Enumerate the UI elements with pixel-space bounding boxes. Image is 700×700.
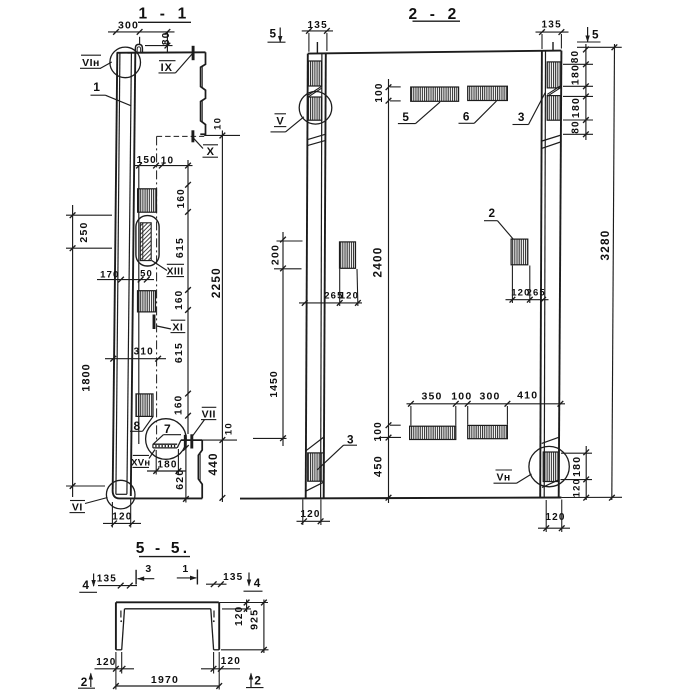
svg-text:IX: IX (161, 62, 173, 74)
svg-text:8: 8 (133, 419, 140, 433)
svg-text:300: 300 (479, 391, 500, 403)
svg-text:350: 350 (421, 391, 442, 403)
svg-text:135: 135 (308, 20, 328, 31)
svg-text:180: 180 (571, 456, 583, 477)
svg-text:10: 10 (161, 155, 175, 166)
svg-text:3: 3 (347, 433, 354, 446)
svg-text:265: 265 (324, 290, 343, 301)
svg-text:3: 3 (145, 563, 151, 575)
svg-text:VII: VII (202, 408, 216, 420)
svg-text:XI: XI (172, 321, 183, 333)
svg-text:1: 1 (93, 80, 100, 94)
svg-text:615: 615 (174, 237, 186, 258)
svg-text:1450: 1450 (268, 370, 280, 397)
svg-text:VIн: VIн (82, 57, 100, 69)
svg-text:3280: 3280 (599, 230, 612, 261)
svg-text:1800: 1800 (81, 363, 93, 391)
svg-text:250: 250 (78, 221, 90, 242)
svg-text:2: 2 (254, 675, 261, 688)
svg-text:310: 310 (134, 347, 154, 358)
svg-text:80: 80 (161, 32, 172, 46)
svg-text:VI: VI (72, 501, 83, 513)
svg-text:80: 80 (570, 50, 581, 64)
svg-text:100: 100 (451, 390, 472, 402)
svg-text:120: 120 (340, 290, 359, 301)
svg-text:135: 135 (223, 572, 243, 583)
svg-text:3: 3 (518, 111, 525, 124)
svg-text:4: 4 (254, 577, 261, 590)
svg-text:6: 6 (463, 111, 470, 124)
svg-text:5: 5 (270, 27, 277, 40)
svg-text:120: 120 (96, 657, 116, 668)
svg-text:200: 200 (269, 244, 281, 265)
svg-text:4: 4 (82, 579, 89, 592)
svg-text:180: 180 (569, 64, 581, 85)
svg-text:10: 10 (212, 117, 223, 130)
svg-text:120: 120 (545, 512, 565, 523)
svg-text:1970: 1970 (151, 674, 179, 686)
svg-text:120: 120 (511, 287, 530, 298)
svg-text:615: 615 (173, 342, 185, 363)
svg-text:120: 120 (112, 512, 132, 523)
svg-text:5 - 5.: 5 - 5. (136, 540, 191, 557)
svg-text:50: 50 (140, 268, 153, 279)
svg-text:5: 5 (402, 111, 409, 124)
svg-text:2 - 2: 2 - 2 (408, 6, 460, 23)
svg-text:180: 180 (570, 97, 582, 118)
svg-text:120: 120 (300, 509, 320, 520)
svg-text:2: 2 (81, 676, 88, 689)
svg-text:120: 120 (234, 606, 245, 626)
svg-text:5: 5 (592, 29, 599, 42)
svg-text:180: 180 (157, 460, 177, 471)
svg-text:V: V (276, 115, 284, 127)
svg-text:2: 2 (489, 207, 496, 220)
svg-text:265: 265 (527, 287, 546, 298)
svg-text:1 - 1: 1 - 1 (138, 6, 190, 23)
svg-text:300: 300 (118, 20, 139, 32)
svg-text:100: 100 (373, 421, 384, 441)
svg-text:100: 100 (374, 82, 385, 102)
svg-text:135: 135 (97, 574, 117, 585)
svg-text:XIII: XIII (167, 266, 184, 277)
svg-text:160: 160 (176, 188, 187, 208)
svg-text:160: 160 (174, 395, 185, 415)
svg-text:1: 1 (182, 563, 188, 575)
svg-text:Vн: Vн (497, 471, 511, 483)
svg-text:2250: 2250 (210, 267, 223, 298)
svg-text:10: 10 (224, 422, 235, 435)
svg-text:135: 135 (542, 20, 562, 31)
svg-text:440: 440 (207, 452, 220, 475)
svg-text:170: 170 (100, 269, 119, 280)
svg-text:X: X (207, 146, 215, 158)
svg-text:925: 925 (248, 609, 260, 630)
svg-text:160: 160 (174, 290, 185, 310)
svg-text:150: 150 (137, 155, 157, 166)
svg-text:120: 120 (572, 478, 583, 497)
svg-text:7: 7 (164, 422, 171, 436)
svg-text:410: 410 (517, 390, 538, 402)
svg-text:450: 450 (372, 455, 384, 477)
svg-text:120: 120 (221, 656, 241, 667)
svg-text:620: 620 (174, 469, 186, 490)
svg-text:XVн: XVн (131, 457, 150, 468)
svg-text:80: 80 (570, 120, 581, 134)
svg-text:2400: 2400 (372, 247, 385, 278)
